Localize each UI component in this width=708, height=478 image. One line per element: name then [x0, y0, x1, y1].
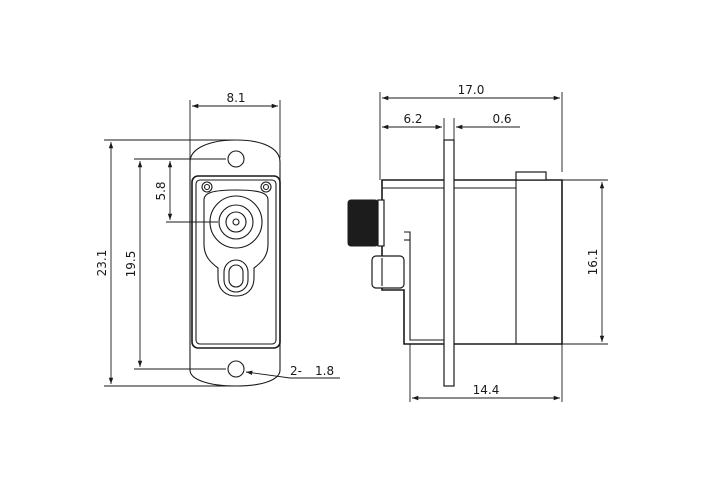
front-screw-right: [260, 181, 272, 193]
front-output-spline-inner: [225, 211, 247, 233]
front-secondary-boss-inner: [228, 264, 244, 288]
front-body-inner: [195, 179, 277, 345]
side-lower-boss: [371, 255, 405, 289]
side-output-spline: [347, 199, 379, 247]
front-screw-right-inner: [262, 183, 270, 191]
front-mount-tab-outline: [189, 139, 281, 387]
dim-side-flange-offset: 6.2: [403, 112, 422, 126]
dim-front-hole-spacing: 19.5: [124, 251, 138, 278]
front-gear-housing: [203, 189, 269, 297]
side-view: 17.0 6.2 0.6 16.1 14.4: [347, 83, 608, 402]
dim-front-height-total: 23.1: [95, 250, 109, 277]
dim-side-body-length: 14.4: [473, 383, 500, 397]
front-output-shaft-center: [232, 218, 240, 226]
front-screw-left: [201, 181, 213, 193]
dim-side-flange-thickness: 0.6: [492, 112, 511, 126]
side-top-cap: [515, 171, 547, 181]
front-bottom-mount-hole: [227, 360, 245, 378]
front-top-mount-hole: [227, 150, 245, 168]
side-bracket: [404, 231, 444, 341]
front-view: 8.1 23.1 19.5 5.8 2- 1.8: [95, 91, 340, 387]
hole-callout-leader: [245, 370, 291, 379]
side-body-upper: [381, 179, 563, 345]
side-flange: [443, 139, 455, 387]
dim-side-height: 16.1: [586, 249, 600, 276]
dim-front-width: 8.1: [226, 91, 245, 105]
dim-side-length-total: 17.0: [458, 83, 485, 97]
front-body: [191, 175, 281, 349]
front-output-spline-mid: [218, 204, 254, 240]
hole-count-label: 2-: [290, 364, 302, 378]
front-secondary-boss: [223, 259, 249, 293]
hole-diameter-label: 1.8: [315, 364, 334, 378]
dim-front-top-offset: 5.8: [154, 181, 168, 200]
front-screw-left-inner: [203, 183, 211, 191]
side-output-shaft-base: [377, 199, 385, 247]
